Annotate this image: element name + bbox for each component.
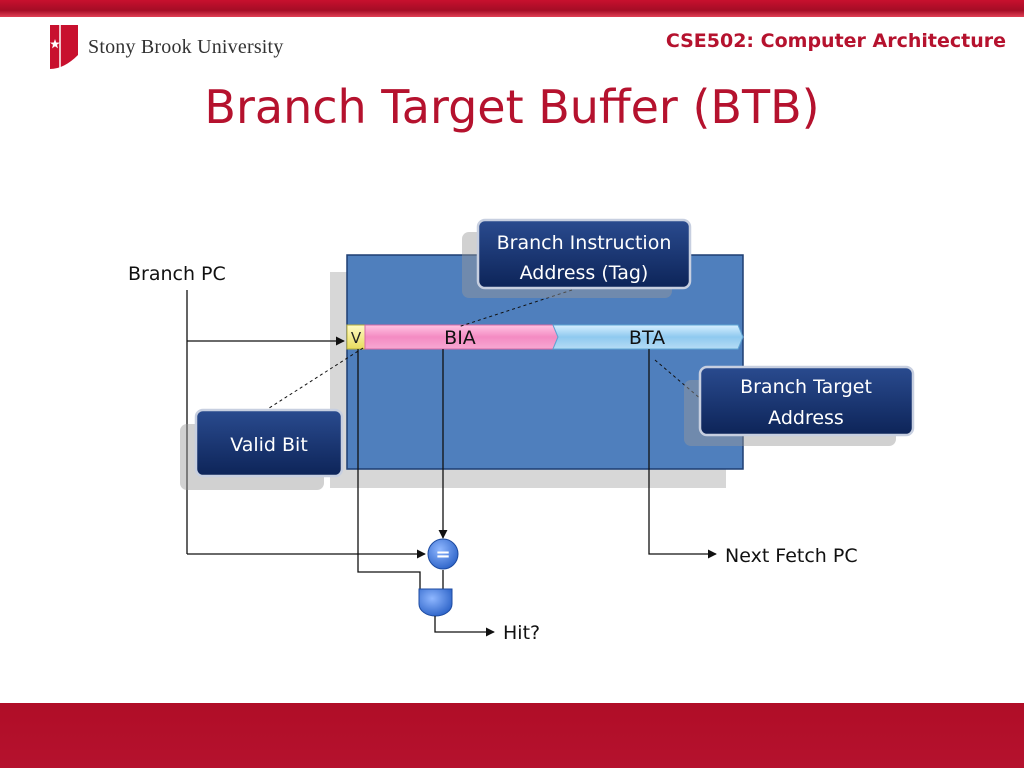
valid-field-label: V (351, 329, 362, 347)
bta-callout (698, 365, 915, 437)
shield-star-icon (50, 25, 78, 69)
valid-callout-leader (265, 347, 364, 411)
bia-callout-line2: Address (Tag) (520, 262, 649, 284)
university-logo: Stony Brook University (50, 24, 284, 70)
bia-callout-leader (457, 289, 573, 328)
bia-field-label: BIA (444, 327, 476, 349)
slide-title: Branch Target Buffer (BTB) (204, 80, 820, 134)
and-gate (418, 588, 453, 617)
course-title: CSE502: Computer Architecture (665, 30, 1006, 52)
top-accent-bar (0, 0, 1024, 17)
comparator-symbol: = (435, 544, 450, 565)
comparator-node (427, 538, 459, 570)
valid-to-and-wire (357, 349, 421, 600)
bta-callout-line1: Branch Target (740, 376, 872, 398)
btb-table (346, 254, 744, 470)
bta-field (552, 324, 744, 350)
branch-pc-label: Branch PC (128, 263, 226, 285)
hit-label: Hit? (503, 622, 540, 644)
bta-callout-leader (654, 359, 703, 401)
bia-callout-line1: Branch Instruction (497, 232, 672, 254)
bta-field-label: BTA (629, 327, 665, 349)
bta-callout-line2: Address (768, 407, 844, 429)
bia-callout (476, 218, 692, 290)
hit-arrow (434, 616, 495, 637)
valid-callout (194, 408, 344, 478)
university-name: Stony Brook University (88, 35, 284, 58)
next-fetch-label: Next Fetch PC (725, 545, 858, 567)
valid-callout-label: Valid Bit (230, 434, 308, 456)
next-fetch-arrow (648, 349, 717, 559)
bottom-accent-bar (0, 703, 1024, 768)
